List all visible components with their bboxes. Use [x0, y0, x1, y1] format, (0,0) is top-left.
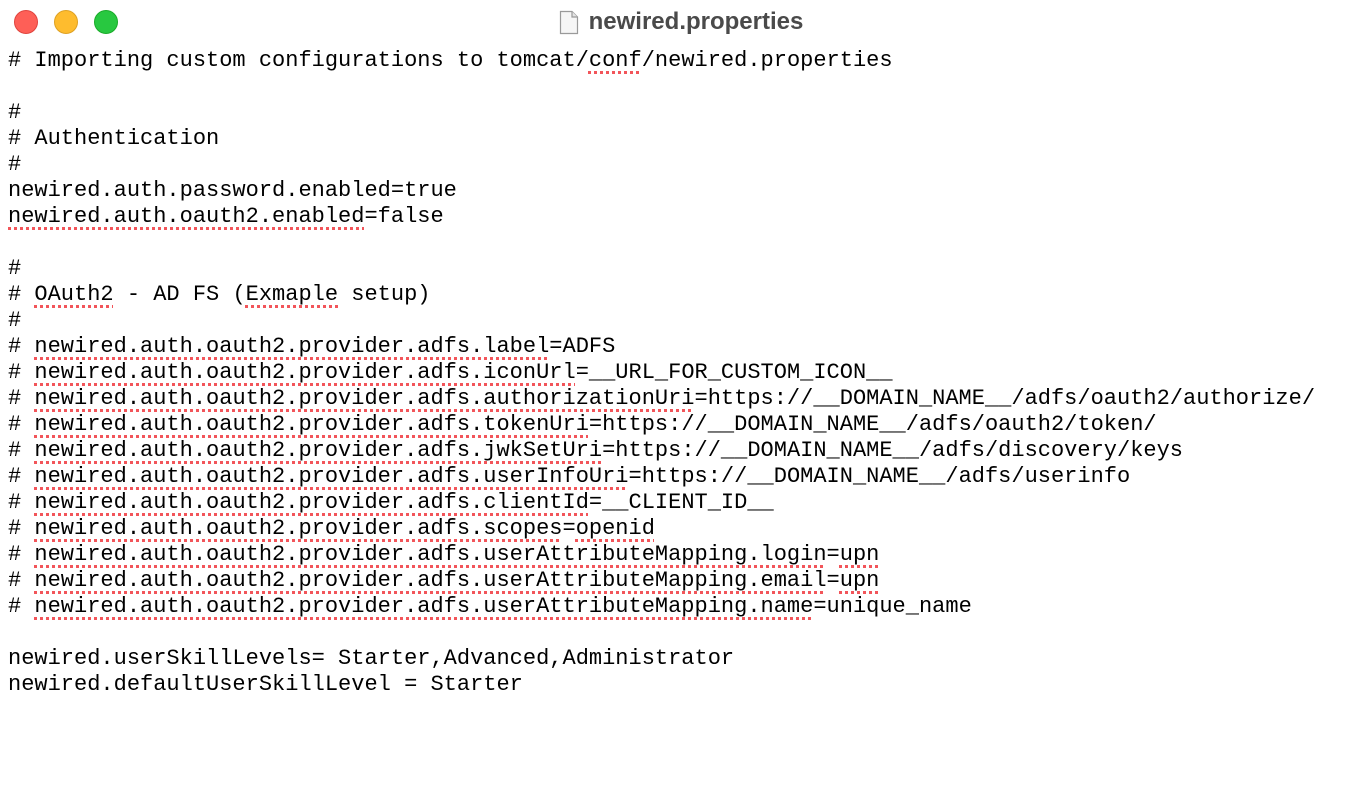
- text-segment: setup): [338, 282, 431, 307]
- text-line: #: [8, 308, 1358, 334]
- text-line: # OAuth2 - AD FS (Exmaple setup): [8, 282, 1358, 308]
- window-title-group: newired.properties: [0, 0, 1362, 44]
- text-segment: #: [8, 594, 35, 619]
- text-segment: /newired.properties: [641, 48, 893, 73]
- title-bar[interactable]: newired.properties: [0, 0, 1362, 44]
- text-segment: =https://__DOMAIN_NAME__/adfs/oauth2/tok…: [588, 412, 1157, 437]
- text-line: [8, 230, 1358, 256]
- text-segment: =: [826, 568, 840, 593]
- text-segment: =ADFS: [549, 334, 616, 359]
- misspelled-word: newired.auth.oauth2.provider.adfs.userAt…: [34, 542, 827, 567]
- misspelled-word: newired.auth.oauth2.provider.adfs.author…: [34, 386, 695, 411]
- text-line: newired.defaultUserSkillLevel = Starter: [8, 672, 1358, 698]
- misspelled-word: openid: [575, 516, 655, 541]
- misspelled-word: newired.auth.oauth2.provider.adfs.iconUr…: [34, 360, 576, 385]
- text-segment: - AD FS (: [113, 282, 246, 307]
- misspelled-word: upn: [839, 568, 880, 593]
- text-line: # newired.auth.oauth2.provider.adfs.user…: [8, 568, 1358, 594]
- text-editor-content[interactable]: # Importing custom configurations to tom…: [8, 48, 1358, 798]
- text-line: # newired.auth.oauth2.provider.adfs.auth…: [8, 386, 1358, 412]
- window-title: newired.properties: [588, 8, 804, 35]
- text-segment: =false: [364, 204, 444, 229]
- misspelled-word: newired.auth.oauth2.provider.adfs.userAt…: [34, 594, 814, 619]
- text-segment: =https://__DOMAIN_NAME__/adfs/discovery/…: [602, 438, 1184, 463]
- text-segment: =https://__DOMAIN_NAME__/adfs/userinfo: [628, 464, 1131, 489]
- text-segment: =: [562, 516, 576, 541]
- misspelled-word: newired.auth.oauth2.provider.adfs.label: [34, 334, 550, 359]
- text-segment: #: [8, 256, 22, 281]
- text-segment: #: [8, 542, 35, 567]
- text-segment: newired.defaultUserSkillLevel = Starter: [8, 672, 523, 697]
- text-segment: #: [8, 334, 35, 359]
- text-line: # newired.auth.oauth2.provider.adfs.toke…: [8, 412, 1358, 438]
- misspelled-word: Exmaple: [245, 282, 339, 307]
- misspelled-word: OAuth2: [34, 282, 114, 307]
- zoom-button[interactable]: [94, 10, 118, 34]
- text-line: # newired.auth.oauth2.provider.adfs.icon…: [8, 360, 1358, 386]
- text-segment: #: [8, 100, 22, 125]
- misspelled-word: newired.auth.oauth2.provider.adfs.jwkSet…: [34, 438, 603, 463]
- text-line: # Authentication: [8, 126, 1358, 152]
- text-segment: #: [8, 152, 22, 177]
- text-line: #: [8, 256, 1358, 282]
- text-segment: #: [8, 282, 35, 307]
- misspelled-word: newired.auth.oauth2.provider.adfs.userAt…: [34, 568, 827, 593]
- text-line: #: [8, 100, 1358, 126]
- misspelled-word: newired.auth.oauth2.provider.adfs.tokenU…: [34, 412, 589, 437]
- document-icon: [559, 10, 579, 35]
- text-segment: #: [8, 490, 35, 515]
- text-segment: #: [8, 438, 35, 463]
- text-line: # Importing custom configurations to tom…: [8, 48, 1358, 74]
- misspelled-word: conf: [588, 48, 642, 73]
- text-segment: =__CLIENT_ID__: [588, 490, 774, 515]
- text-line: # newired.auth.oauth2.provider.adfs.labe…: [8, 334, 1358, 360]
- misspelled-word: upn: [839, 542, 880, 567]
- text-segment: #: [8, 568, 35, 593]
- text-line: newired.userSkillLevels= Starter,Advance…: [8, 646, 1358, 672]
- misspelled-word: newired.auth.oauth2.provider.adfs.client…: [34, 490, 589, 515]
- text-line: [8, 74, 1358, 100]
- text-line: # newired.auth.oauth2.provider.adfs.scop…: [8, 516, 1358, 542]
- text-line: # newired.auth.oauth2.provider.adfs.clie…: [8, 490, 1358, 516]
- text-segment: =: [826, 542, 840, 567]
- text-segment: #: [8, 360, 35, 385]
- close-button[interactable]: [14, 10, 38, 34]
- misspelled-word: newired.auth.oauth2.provider.adfs.scopes: [34, 516, 563, 541]
- text-line: [8, 620, 1358, 646]
- text-segment: #: [8, 308, 22, 333]
- text-line: # newired.auth.oauth2.provider.adfs.user…: [8, 542, 1358, 568]
- text-line: newired.auth.oauth2.enabled=false: [8, 204, 1358, 230]
- text-line: newired.auth.password.enabled=true: [8, 178, 1358, 204]
- text-segment: # Authentication: [8, 126, 220, 151]
- text-line: # newired.auth.oauth2.provider.adfs.jwkS…: [8, 438, 1358, 464]
- misspelled-word: newired.auth.oauth2.enabled: [8, 204, 365, 229]
- text-segment: #: [8, 412, 35, 437]
- text-segment: newired.auth.password.enabled=true: [8, 178, 457, 203]
- minimize-button[interactable]: [54, 10, 78, 34]
- text-segment: #: [8, 516, 35, 541]
- misspelled-word: newired.auth.oauth2.provider.adfs.userIn…: [34, 464, 629, 489]
- text-segment: =__URL_FOR_CUSTOM_ICON__: [575, 360, 893, 385]
- text-segment: #: [8, 464, 35, 489]
- text-line: # newired.auth.oauth2.provider.adfs.user…: [8, 464, 1358, 490]
- text-line: #: [8, 152, 1358, 178]
- text-segment: #: [8, 386, 35, 411]
- text-segment: =https://__DOMAIN_NAME__/adfs/oauth2/aut…: [694, 386, 1316, 411]
- text-segment: # Importing custom configurations to tom…: [8, 48, 589, 73]
- text-segment: =unique_name: [813, 594, 972, 619]
- text-segment: newired.userSkillLevels= Starter,Advance…: [8, 646, 735, 671]
- text-line: # newired.auth.oauth2.provider.adfs.user…: [8, 594, 1358, 620]
